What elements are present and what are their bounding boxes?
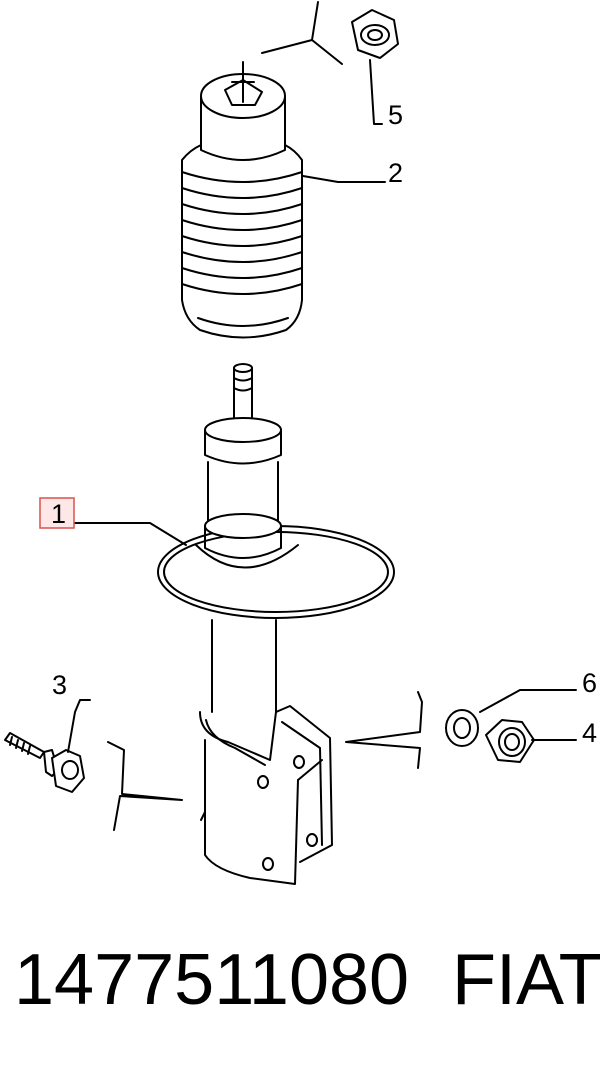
leader-line-part-1 bbox=[74, 522, 187, 546]
callout-1: 1 bbox=[51, 499, 66, 529]
callout-2: 2 bbox=[388, 158, 403, 188]
brand-name: FIAT bbox=[452, 940, 600, 1020]
callout-4: 4 bbox=[582, 718, 597, 748]
top-nut-part-5 bbox=[261, 1, 399, 125]
callout-6: 6 bbox=[582, 668, 597, 698]
callout-1-highlight bbox=[39, 497, 75, 529]
bolt-part-3 bbox=[4, 699, 183, 831]
strut-body-part-1 bbox=[157, 363, 395, 885]
dust-boot-part-2 bbox=[181, 61, 386, 339]
washer-nut-parts-6-4 bbox=[345, 689, 577, 769]
part-number: 1477511080 bbox=[14, 940, 410, 1020]
callout-3: 3 bbox=[52, 670, 67, 700]
callout-5: 5 bbox=[388, 100, 403, 130]
